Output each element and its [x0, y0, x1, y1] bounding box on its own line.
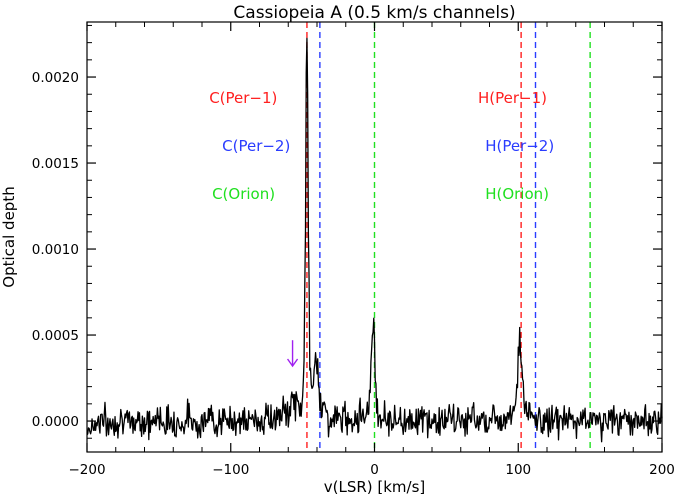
line-label: H(Per−1) [478, 89, 547, 107]
x-axis-title: v(LSR) [km/s] [324, 478, 426, 496]
x-tick-label: −200 [68, 462, 105, 478]
plot-area: C(Per−1) C(Per−2) C(Orion) H(Per−1) H(Per−2)… [86, 22, 663, 452]
y-axis-title: Optical depth [0, 186, 18, 287]
y-tick-label: 0.0005 [32, 328, 79, 344]
y-tick-label: 0.0010 [32, 242, 79, 258]
line-label: C(Per−1) [209, 89, 277, 107]
arrow-head [286, 358, 299, 368]
line-label: H(Per−2) [485, 137, 554, 155]
line-label: H(Orion) [485, 185, 549, 203]
axes: −200 −100 0 100 200 0.0000 0.0005 0.0010 0.0015 0… [32, 22, 675, 478]
y-tick-label: 0.0015 [32, 156, 79, 172]
x-tick-label: 0 [370, 462, 379, 478]
chart-title: Cassiopeia A (0.5 km/s channels) [233, 3, 515, 23]
line-label: C(Per−2) [222, 137, 290, 155]
x-tick-label: −100 [212, 462, 249, 478]
x-tick-label: 200 [649, 462, 675, 478]
x-tick-label: 100 [505, 462, 531, 478]
y-tick-label: 0.0020 [32, 70, 79, 86]
y-tick-label: 0.0000 [32, 414, 79, 430]
line-label: C(Orion) [212, 185, 275, 203]
spectrum-line [86, 37, 663, 443]
